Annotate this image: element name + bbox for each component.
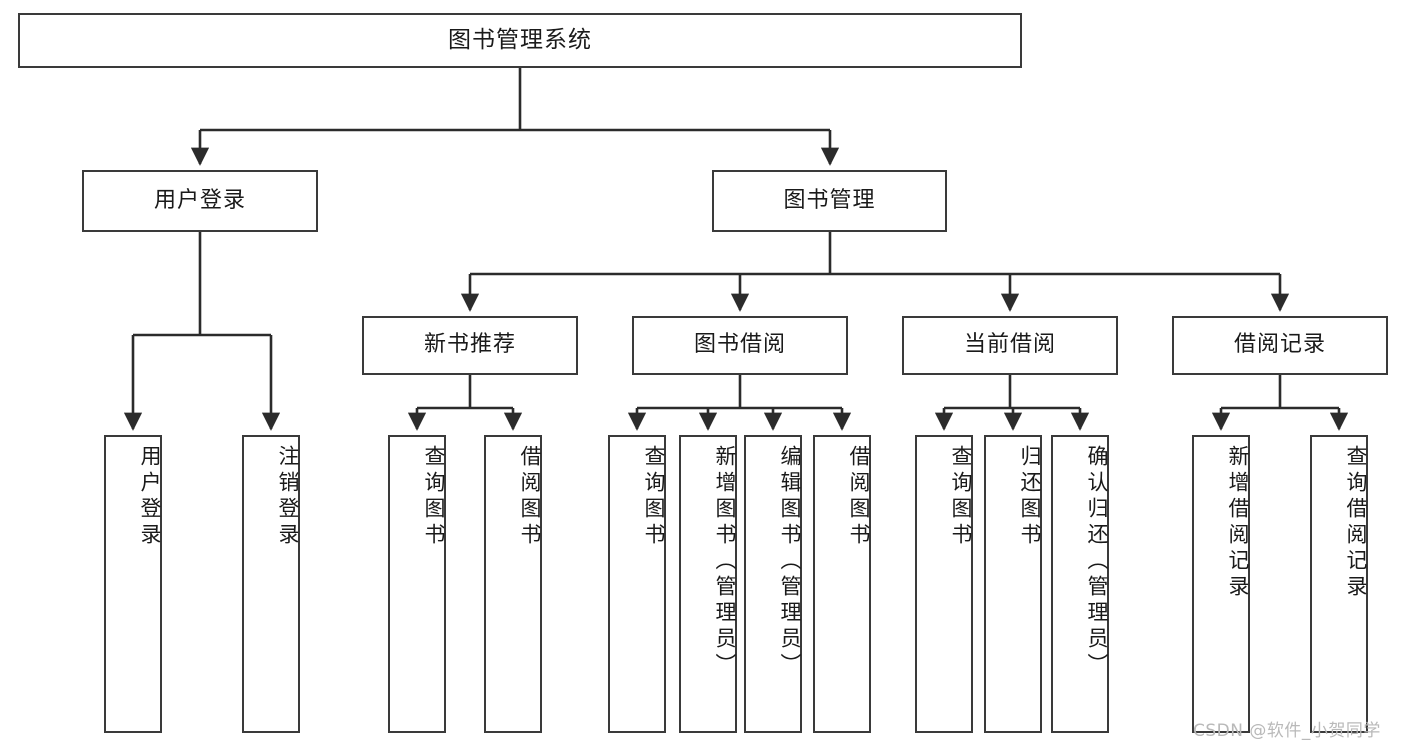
node-new-book-recommend[interactable]: 新书推荐 [362,316,578,375]
node-user-login-label: 用户登录 [153,187,246,213]
node-root-label: 图书管理系统 [448,26,592,53]
node-leaf-query-book-bor[interactable]: 查询图书 [608,435,666,733]
node-user-login[interactable]: 用户登录 [82,170,318,232]
node-leaf-borrow-book-rec-label: 借阅图书 [518,445,542,549]
node-leaf-borrow-book-bor[interactable]: 借阅图书 [813,435,871,733]
node-leaf-borrow-book-bor-label: 借阅图书 [847,445,871,549]
node-book-borrow[interactable]: 图书借阅 [632,316,848,375]
node-leaf-logout-login-label: 注销登录 [276,445,300,549]
node-leaf-edit-book-admin[interactable]: 编辑图书（管理员） [744,435,802,733]
node-current-borrow-label: 当前借阅 [963,332,1056,358]
node-book-management[interactable]: 图书管理 [712,170,947,232]
node-leaf-confirm-return-admin-label: 确认归还（管理员） [1085,445,1109,679]
node-leaf-add-borrow-record[interactable]: 新增借阅记录 [1192,435,1250,733]
node-root[interactable]: 图书管理系统 [18,13,1022,68]
node-leaf-query-book-cur[interactable]: 查询图书 [915,435,973,733]
node-leaf-logout-login[interactable]: 注销登录 [242,435,300,733]
node-leaf-user-login[interactable]: 用户登录 [104,435,162,733]
node-leaf-query-book-rec[interactable]: 查询图书 [388,435,446,733]
node-leaf-edit-book-admin-label: 编辑图书（管理员） [778,445,802,679]
node-leaf-user-login-label: 用户登录 [138,445,162,549]
node-leaf-query-book-rec-label: 查询图书 [422,445,446,549]
node-leaf-add-book-admin-label: 新增图书（管理员） [713,445,737,679]
node-leaf-query-book-cur-label: 查询图书 [949,445,973,549]
node-new-book-recommend-label: 新书推荐 [423,332,516,358]
csdn-watermark: CSDN @软件_小贺同学 [1193,721,1381,741]
node-leaf-query-book-bor-label: 查询图书 [642,445,666,549]
node-leaf-add-borrow-record-label: 新增借阅记录 [1226,445,1250,601]
node-leaf-borrow-book-rec[interactable]: 借阅图书 [484,435,542,733]
node-leaf-query-borrow-record-label: 查询借阅记录 [1344,445,1368,601]
node-borrow-record-label: 借阅记录 [1233,332,1326,358]
node-book-borrow-label: 图书借阅 [693,332,786,358]
node-book-management-label: 图书管理 [783,187,876,213]
node-leaf-query-borrow-record[interactable]: 查询借阅记录 [1310,435,1368,733]
node-current-borrow[interactable]: 当前借阅 [902,316,1118,375]
node-leaf-confirm-return-admin[interactable]: 确认归还（管理员） [1051,435,1109,733]
node-borrow-record[interactable]: 借阅记录 [1172,316,1388,375]
node-leaf-return-book[interactable]: 归还图书 [984,435,1042,733]
node-leaf-return-book-label: 归还图书 [1018,445,1042,549]
node-leaf-add-book-admin[interactable]: 新增图书（管理员） [679,435,737,733]
